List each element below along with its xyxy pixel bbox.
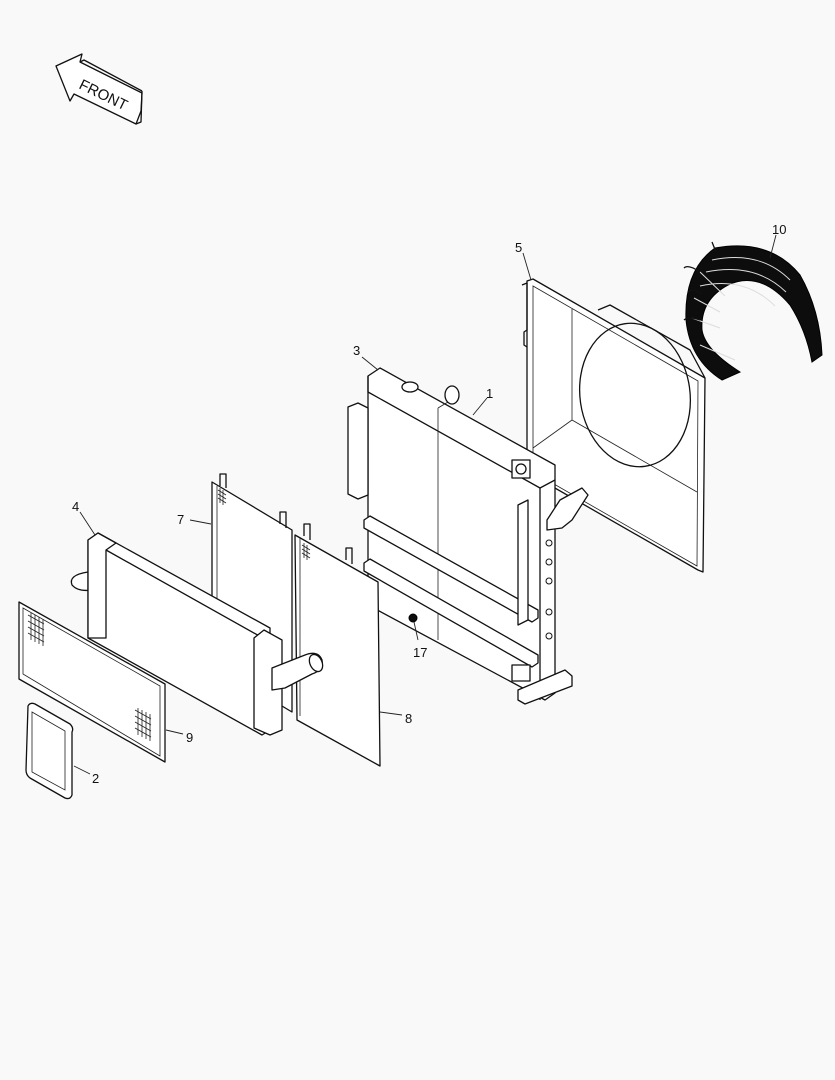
oil-cooler bbox=[70, 532, 324, 736]
fan-shroud bbox=[521, 278, 706, 573]
callout-9: 9 bbox=[186, 730, 193, 745]
callout-17: 17 bbox=[413, 645, 427, 660]
callout-10: 10 bbox=[772, 222, 786, 237]
front-arrow-icon: FRONT bbox=[55, 53, 143, 125]
fan-guard bbox=[683, 241, 823, 381]
callout-1: 1 bbox=[486, 386, 493, 401]
mesh-screen-9 bbox=[18, 601, 166, 763]
radiator-core bbox=[347, 367, 589, 705]
callout-5: 5 bbox=[515, 240, 522, 255]
callout-2: 2 bbox=[92, 771, 99, 786]
callout-4: 4 bbox=[72, 499, 79, 514]
callouts: 1 2 3 4 5 7 8 9 10 17 bbox=[72, 222, 786, 786]
callout-7: 7 bbox=[177, 512, 184, 527]
callout-3: 3 bbox=[353, 343, 360, 358]
small-cover-2 bbox=[25, 702, 74, 800]
leader-lines bbox=[73, 234, 777, 775]
callout-8: 8 bbox=[405, 711, 412, 726]
